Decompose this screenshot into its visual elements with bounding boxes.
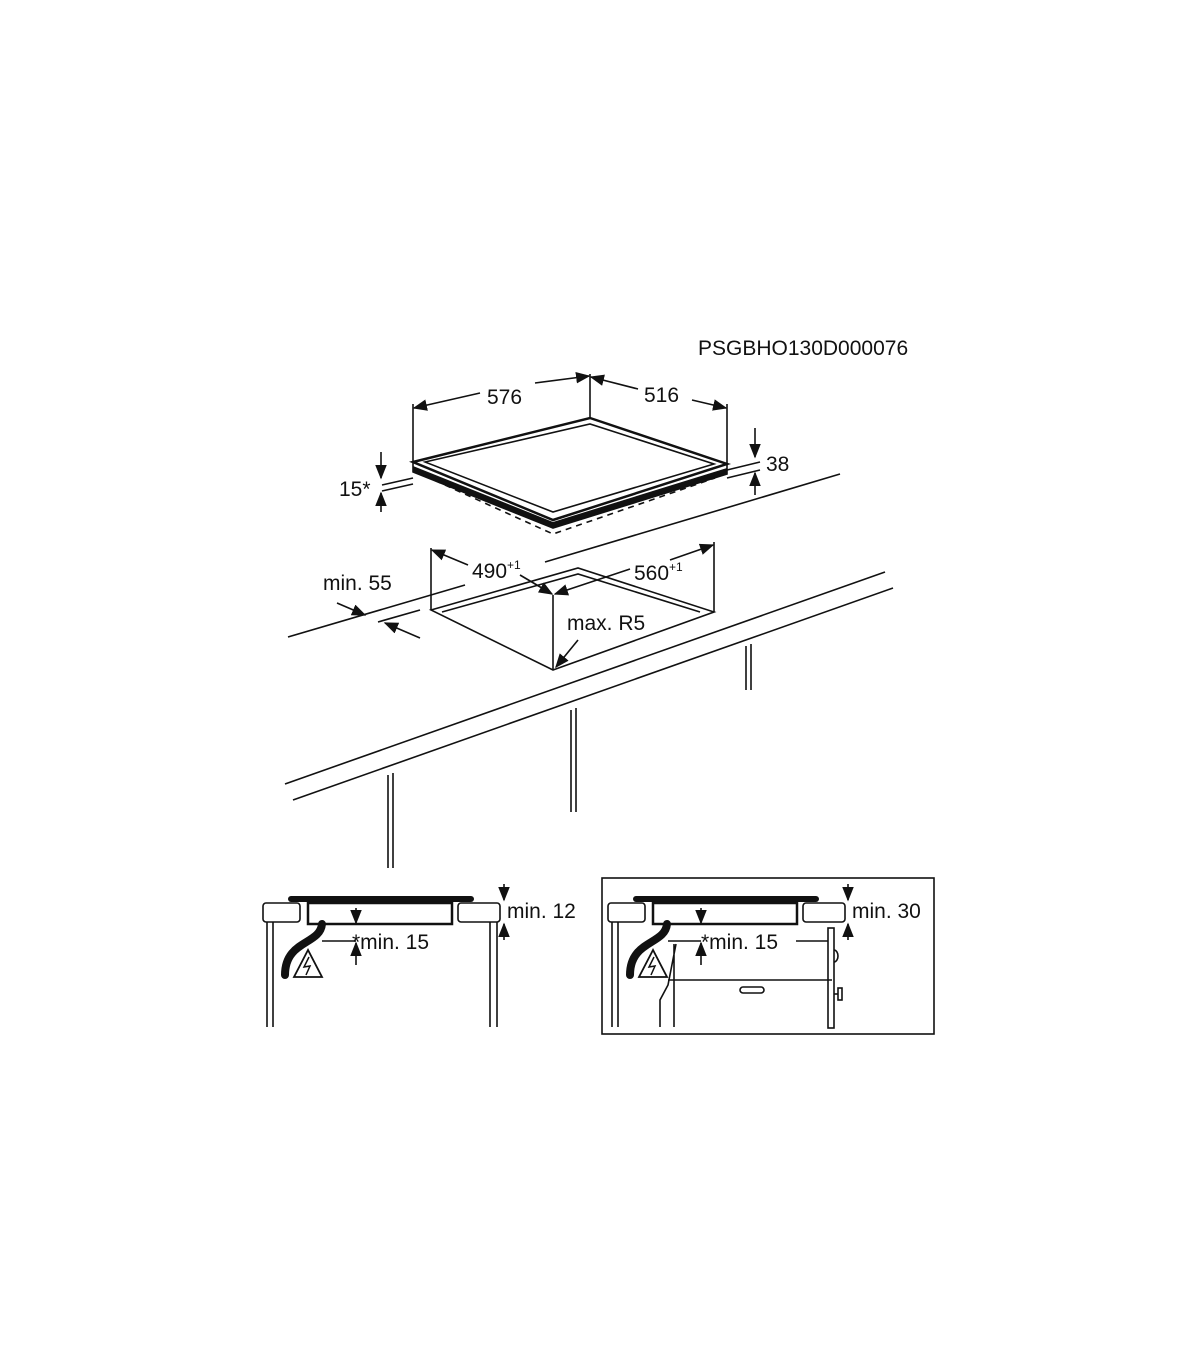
cutout-width-label: 560+1 — [634, 560, 683, 585]
hob-protrusion-label: 15* — [339, 478, 371, 501]
cutout-depth-label: 490+1 — [472, 558, 521, 583]
detail-right: *min. 15 min. 30 — [601, 877, 935, 1035]
cutout: 490+1 560+1 max. R5 min. 55 — [323, 542, 717, 671]
hob-width-label: 576 — [487, 386, 522, 409]
hob-depth-label: 516 — [644, 384, 679, 407]
drawing-code: PSGBHO130D000076 — [698, 337, 908, 360]
cutout-depth-tolerance: +1 — [507, 558, 521, 572]
left-bottom-clearance-label: *min. 15 — [352, 931, 429, 954]
hob-height-label: 38 — [766, 453, 789, 476]
corner-radius-label: max. R5 — [567, 612, 645, 635]
hob — [409, 416, 732, 535]
cutout-width-tolerance: +1 — [669, 560, 683, 574]
front-distance-label: min. 55 — [323, 572, 392, 595]
right-bottom-clearance-label: *min. 15 — [701, 931, 778, 954]
cutout-depth-value: 490 — [472, 560, 507, 583]
electrical-warning-icon — [292, 948, 324, 978]
left-top-clearance-label: min. 12 — [507, 900, 576, 923]
hob-dimensions: 576 516 38 15* — [339, 371, 789, 512]
electrical-warning-icon — [637, 948, 669, 978]
detail-left: *min. 15 min. 12 — [262, 884, 576, 1027]
cutout-width-value: 560 — [634, 562, 669, 585]
worktop — [284, 473, 894, 868]
right-top-clearance-label: min. 30 — [852, 900, 921, 923]
